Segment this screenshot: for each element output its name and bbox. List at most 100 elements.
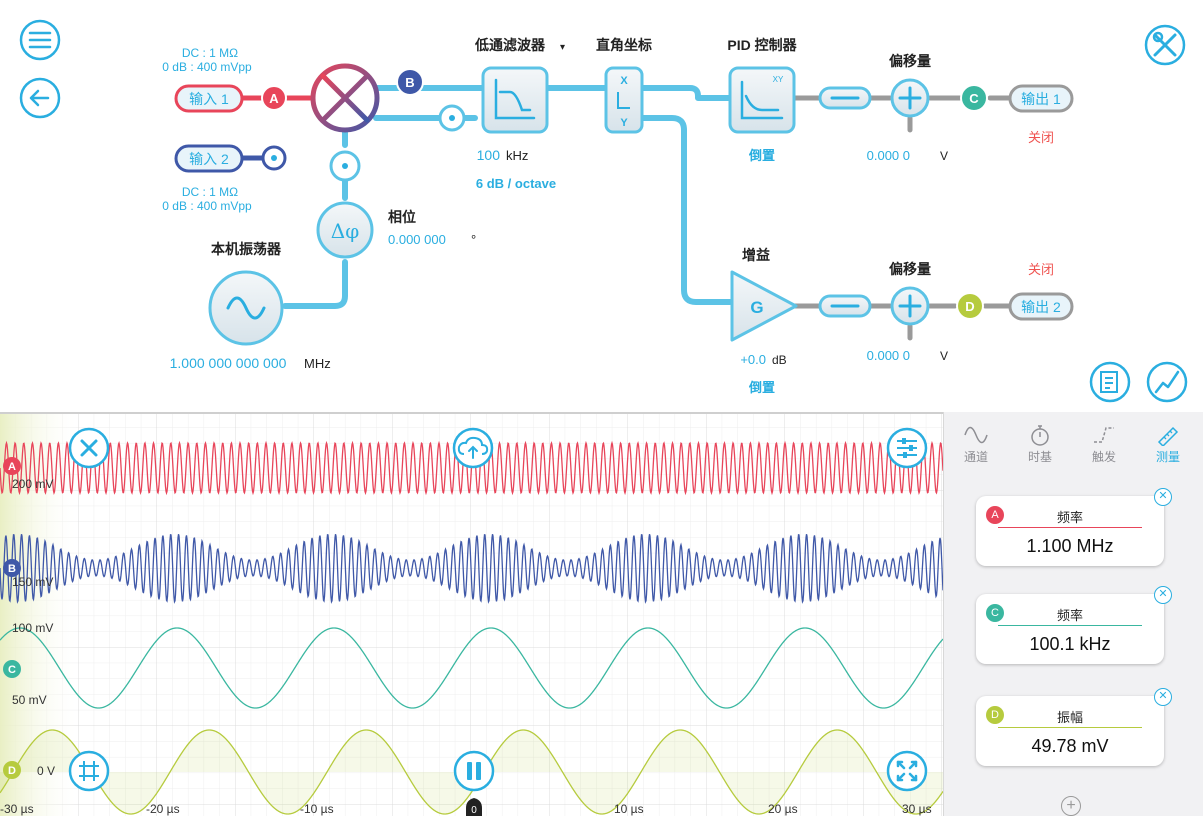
scale-label: 150 mV (12, 575, 53, 589)
offset1-unit: V (940, 149, 948, 163)
phase-shifter-button[interactable]: Δφ (316, 201, 374, 259)
trace-b-marker[interactable]: B (3, 559, 21, 577)
time-tick-label: 10 µs (614, 802, 644, 816)
svg-text:XY: XY (773, 75, 784, 84)
measurement-name: 频率 (1056, 608, 1083, 623)
tab-timebase[interactable]: 时基 (1008, 422, 1072, 465)
input2-button[interactable]: 输入 2 (174, 144, 244, 173)
trace-d-marker[interactable]: D (3, 761, 21, 779)
trace-c-marker[interactable]: C (3, 660, 21, 678)
trace-b (0, 534, 943, 604)
channel-a-badge[interactable]: A (261, 85, 287, 111)
lowpass-freq-value[interactable]: 100 (477, 147, 501, 163)
lowpass-probe-point[interactable] (438, 104, 466, 132)
lowpass-dropdown-icon[interactable]: ▾ (560, 42, 565, 53)
fullscreen-icon[interactable] (886, 750, 928, 792)
tab-channel[interactable]: 通道 (944, 422, 1008, 465)
remove-measurement-icon[interactable]: ✕ (1154, 688, 1172, 706)
measurement-name: 频率 (1056, 510, 1083, 525)
remove-measurement-icon[interactable]: ✕ (1154, 488, 1172, 506)
gain-mode[interactable]: 倒置 (748, 380, 775, 395)
rectangular-block[interactable]: X Y (604, 66, 644, 134)
scale-label: 0 V (37, 764, 55, 778)
trigger-time-marker[interactable]: 0 (466, 798, 482, 816)
pid-invert-button[interactable] (818, 86, 872, 110)
output-wires (792, 95, 1013, 341)
trace-a-marker[interactable]: A (3, 457, 21, 475)
pause-icon[interactable] (453, 750, 495, 792)
measurement-value: 1.100 MHz (1026, 536, 1114, 556)
grid-toggle-icon[interactable] (68, 750, 110, 792)
time-tick-label: -30 µs (0, 802, 34, 816)
output1-button[interactable]: 输出 1 (1008, 84, 1074, 113)
svg-text:B: B (8, 563, 16, 575)
offset1-adder-button[interactable] (890, 78, 930, 118)
sine-wave-icon (226, 296, 266, 320)
offset2-value[interactable]: 0.000 0 (867, 348, 910, 363)
tools-icon[interactable] (1144, 24, 1186, 66)
tab-measure[interactable]: 测量 (1136, 422, 1200, 465)
gain-value[interactable]: +0.0 (740, 352, 766, 367)
stopwatch-icon (1008, 422, 1072, 448)
gain-amplifier-button[interactable]: G (730, 270, 798, 342)
close-scope-icon[interactable] (68, 427, 110, 469)
svg-text:C: C (969, 91, 979, 106)
measurement-card[interactable]: D 振幅 49.78 mV ✕ (976, 688, 1172, 766)
channel-d-badge[interactable]: D (956, 292, 984, 320)
lowpass-slope[interactable]: 6 dB / octave (476, 176, 556, 191)
svg-text:B: B (405, 75, 414, 90)
divider (998, 625, 1142, 626)
notes-icon[interactable] (1089, 361, 1131, 403)
lowpass-filter-block[interactable] (481, 66, 549, 134)
time-tick-label: -10 µs (300, 802, 334, 816)
tab-trigger[interactable]: 触发 (1072, 422, 1136, 465)
channel-c-badge[interactable]: C (960, 84, 988, 112)
oscillator-button[interactable] (208, 270, 284, 346)
back-arrow-icon[interactable] (19, 77, 61, 119)
input1-range-label: 0 dB : 400 mVpp (162, 60, 252, 74)
pid-controller-block[interactable]: XY (728, 66, 796, 134)
oscillator-freq-value[interactable]: 1.000 000 000 000 (170, 355, 287, 371)
scale-label: 50 mV (12, 693, 47, 707)
input1-label: 输入 1 (189, 91, 229, 107)
output1-label: 输出 1 (1021, 91, 1061, 107)
output2-state[interactable]: 关闭 (1028, 262, 1054, 277)
pid-title: PID 控制器 (727, 37, 797, 53)
trigger-icon (1072, 422, 1136, 448)
svg-text:D: D (8, 765, 16, 777)
measurement-card[interactable]: A 频率 1.100 MHz ✕ (976, 488, 1172, 566)
input1-button[interactable]: 输入 1 (174, 84, 244, 113)
svg-text:X: X (620, 75, 628, 87)
scope-plot[interactable]: A B C D 200 mV 150 mV 100 mV 50 mV 0 V -… (0, 412, 943, 816)
offset1-value[interactable]: 0.000 0 (867, 148, 910, 163)
measurement-card[interactable]: C 频率 100.1 kHz ✕ (976, 586, 1172, 664)
phase-value[interactable]: 0.000 000 (388, 232, 446, 247)
output2-label: 输出 2 (1021, 299, 1061, 315)
oscilloscope-display[interactable]: A B C D 200 mV 150 mV 100 mV 50 mV 0 V -… (0, 412, 943, 816)
time-tick-label: 30 µs (902, 802, 932, 816)
mixer-lo-probe-point[interactable] (329, 150, 361, 182)
remove-measurement-icon[interactable]: ✕ (1154, 586, 1172, 604)
chart-icon[interactable] (1146, 361, 1188, 403)
svg-text:A: A (8, 461, 16, 473)
menu-icon[interactable] (19, 19, 61, 61)
input2-probe-point[interactable] (261, 145, 287, 171)
add-measurement-icon[interactable]: + (1061, 796, 1081, 816)
output2-button[interactable]: 输出 2 (1008, 292, 1074, 321)
cloud-upload-icon[interactable] (452, 427, 494, 469)
svg-text:D: D (965, 299, 974, 314)
gain-invert-button[interactable] (818, 294, 872, 318)
sine-icon (944, 422, 1008, 448)
channel-b-badge[interactable]: B (396, 68, 424, 96)
output1-state[interactable]: 关闭 (1028, 130, 1054, 145)
offset2-adder-button[interactable] (890, 286, 930, 326)
measurement-value: 49.78 mV (1031, 736, 1109, 756)
delta-phi-icon: Δφ (331, 219, 359, 243)
svg-text:A: A (269, 91, 279, 106)
pid-mode[interactable]: 倒置 (748, 148, 775, 163)
settings-sliders-icon[interactable] (886, 427, 928, 469)
divider (998, 727, 1142, 728)
measurement-panel: 通道 时基 触发 测量 A 频率 1.100 MHz ✕ C 频率 100.1 … (943, 412, 1203, 816)
scale-label: 100 mV (12, 621, 53, 635)
mixer-icon[interactable] (310, 63, 380, 133)
